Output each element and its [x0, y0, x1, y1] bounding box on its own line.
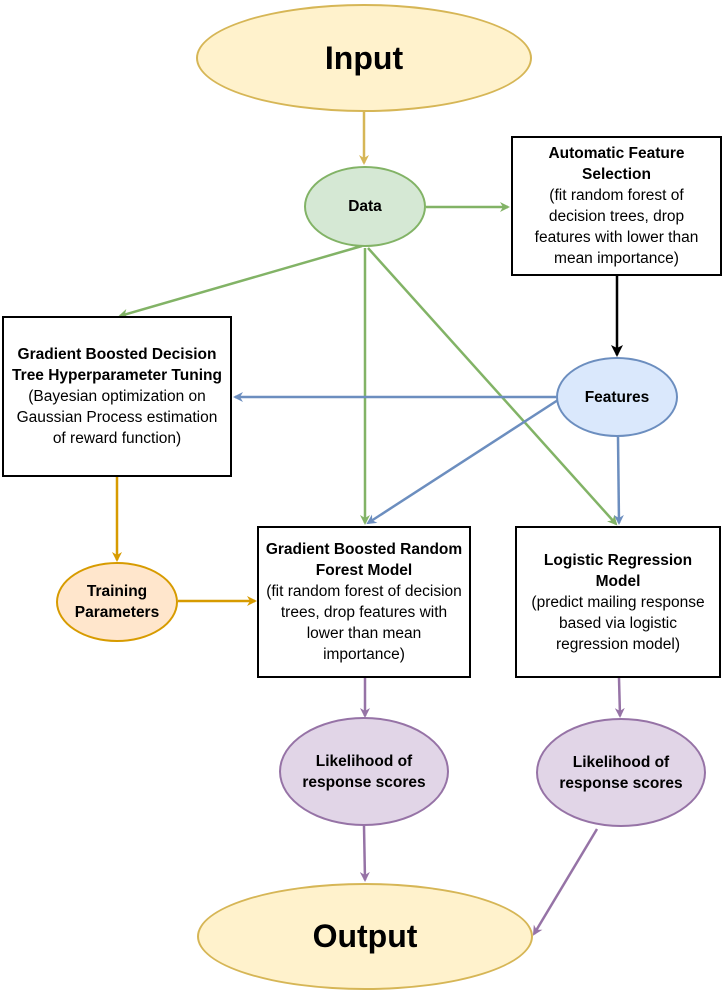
node-likelihood-2: Likelihood of response scores: [536, 718, 706, 827]
node-data: Data: [304, 166, 426, 247]
likelihood-2-label: Likelihood of response scores: [559, 753, 683, 792]
edge-features-to-gbrf: [366, 398, 559, 525]
node-likelihood-1: Likelihood of response scores: [279, 717, 449, 826]
node-gbrf-model: Gradient Boosted Random Forest Model (fi…: [257, 526, 471, 678]
output-label: Output: [312, 918, 418, 954]
node-hyper-tuning: Gradient Boosted Decision Tree Hyperpara…: [2, 316, 232, 477]
logreg-model-title: Logistic Regression Model: [543, 551, 693, 590]
input-label: Input: [324, 39, 404, 76]
training-parameters-label: Training Parameters: [74, 583, 160, 621]
data-label: Data: [348, 198, 382, 215]
node-features: Features: [556, 357, 678, 437]
hyper-tuning-description: (Bayesian optimization on Gaussian Proce…: [16, 388, 218, 447]
node-input: Input: [196, 4, 532, 112]
edge-data-to-hyper-tuning: [118, 244, 363, 319]
node-logreg-model: Logistic Regression Model (predict maili…: [515, 526, 721, 678]
node-output: Output: [197, 883, 533, 990]
edge-data-to-logreg: [367, 247, 618, 526]
feature-selection-title: Automatic Feature Selection: [548, 145, 685, 183]
edge-logreg-to-likelihood-2: [614, 677, 625, 718]
node-feature-selection: Automatic Feature Selection (fit random …: [511, 136, 722, 276]
gbrf-model-description: (fit random forest of decision trees, dr…: [266, 583, 462, 663]
likelihood-1-label: Likelihood of response scores: [302, 752, 426, 791]
logreg-model-description: (predict mailing response based via logi…: [531, 593, 705, 653]
gbrf-model-title: Gradient Boosted Random Forest Model: [265, 541, 463, 579]
edge-likelihood-1-to-output: [359, 825, 370, 882]
edge-likelihood-2-to-output: [532, 828, 599, 936]
node-training-parameters: Training Parameters: [56, 562, 178, 642]
hyper-tuning-title: Gradient Boosted Decision Tree Hyperpara…: [12, 346, 222, 384]
edge-features-to-logreg: [613, 436, 624, 525]
feature-selection-description: (fit random forest of decision trees, dr…: [534, 187, 699, 267]
features-label: Features: [584, 388, 650, 406]
